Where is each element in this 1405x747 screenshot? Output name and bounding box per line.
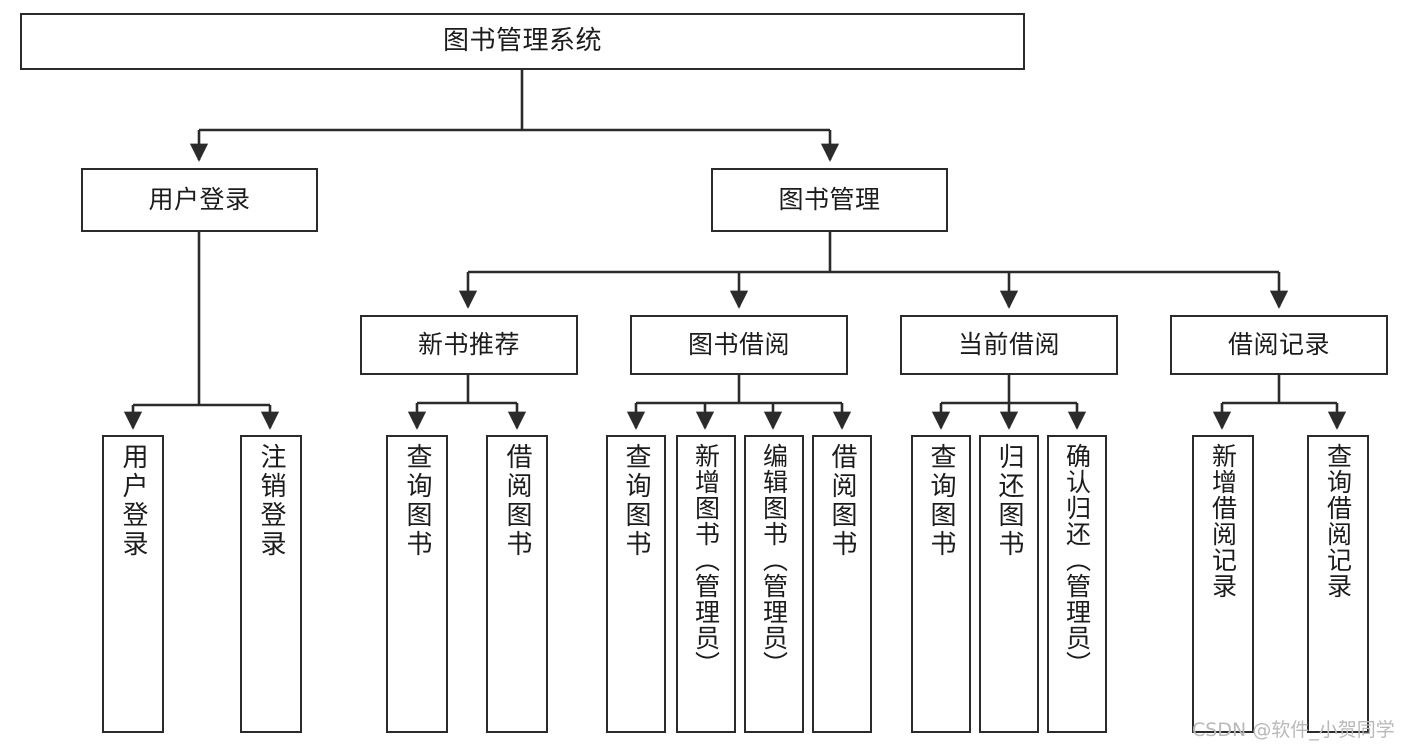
node-user-login[interactable]: 用户登录 (81, 168, 318, 232)
node-borrow-records[interactable]: 借阅记录 (1170, 315, 1388, 375)
node-label: 新增借阅记录 (1208, 443, 1238, 599)
node-leaf-logout[interactable]: 注销登录 (240, 435, 302, 733)
node-leaf-add-book-admin[interactable]: 新增图书（管理员） (676, 435, 736, 733)
node-leaf-user-login[interactable]: 用户登录 (102, 435, 164, 733)
node-label: 用户登录 (148, 185, 251, 215)
node-book-management[interactable]: 图书管理 (711, 168, 948, 232)
node-label: 查询图书 (402, 443, 432, 559)
node-leaf-add-borrow-record[interactable]: 新增借阅记录 (1192, 435, 1254, 733)
node-leaf-query-book-1[interactable]: 查询图书 (386, 435, 448, 733)
node-leaf-query-borrow-record[interactable]: 查询借阅记录 (1307, 435, 1369, 733)
node-label: 图书管理系统 (442, 26, 602, 57)
node-label: 新增图书（管理员） (691, 443, 721, 677)
node-root-book-management-system[interactable]: 图书管理系统 (20, 13, 1025, 70)
node-leaf-return-book[interactable]: 归还图书 (979, 435, 1039, 733)
node-label: 图书管理 (778, 185, 881, 215)
node-label: 借阅图书 (827, 443, 857, 559)
node-new-book-recommend[interactable]: 新书推荐 (360, 315, 578, 375)
node-leaf-borrow-book-2[interactable]: 借阅图书 (812, 435, 872, 733)
node-label: 借阅记录 (1227, 330, 1330, 360)
node-leaf-edit-book-admin[interactable]: 编辑图书（管理员） (744, 435, 804, 733)
node-leaf-confirm-return-admin[interactable]: 确认归还（管理员） (1047, 435, 1107, 733)
node-label: 注销登录 (256, 443, 286, 559)
node-book-borrow[interactable]: 图书借阅 (630, 315, 848, 375)
node-label: 图书借阅 (687, 330, 790, 360)
node-label: 查询图书 (926, 443, 956, 559)
node-label: 查询借阅记录 (1323, 443, 1353, 599)
node-label: 新书推荐 (417, 330, 520, 360)
node-label: 查询图书 (621, 443, 651, 559)
csdn-watermark: CSDN @软件_小贺同学 (1192, 719, 1395, 741)
node-leaf-borrow-book-1[interactable]: 借阅图书 (486, 435, 548, 733)
node-label: 当前借阅 (957, 330, 1060, 360)
node-label: 用户登录 (118, 443, 148, 559)
node-leaf-query-book-3[interactable]: 查询图书 (911, 435, 971, 733)
node-label: 编辑图书（管理员） (759, 443, 789, 677)
node-leaf-query-book-2[interactable]: 查询图书 (606, 435, 666, 733)
node-label: 确认归还（管理员） (1062, 443, 1092, 677)
node-label: 借阅图书 (502, 443, 532, 559)
node-label: 归还图书 (994, 443, 1024, 559)
node-current-borrow[interactable]: 当前借阅 (900, 315, 1118, 375)
